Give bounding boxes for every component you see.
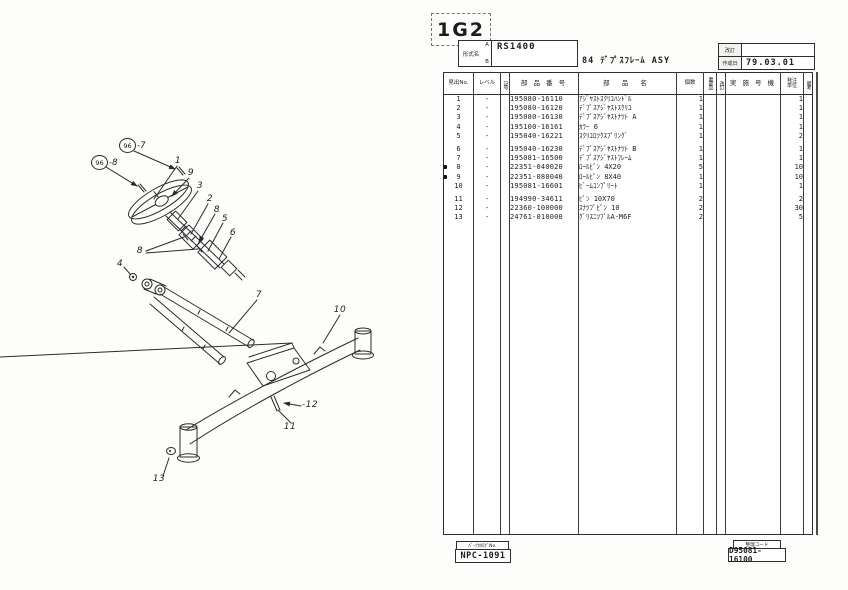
header-revision: 改訂 [716, 72, 726, 95]
header-ref-no: 見出No. [443, 72, 474, 95]
circled-callout-96-7: 96-7 [119, 138, 145, 153]
circled-number: 96 [91, 155, 108, 170]
callout-label: 7 [255, 290, 263, 300]
page-title: 84 ﾃﾞﾌﾟｽﾌﾚｰﾑ ASY [582, 56, 671, 66]
circled-number: 96 [119, 138, 136, 153]
model-variants: A B [483, 41, 492, 66]
header-quantity: 個数 [676, 72, 704, 95]
date-label: 作成日 [719, 57, 742, 69]
model-name-label: 形式名 [462, 51, 480, 58]
callout-suffix: -8 [109, 157, 118, 168]
callout-label: 13 [152, 474, 166, 484]
model-variant-a: A [485, 42, 489, 48]
parts-table-header: 見出No. レベル 記号 部 品 番 号 部 品 名 個数 要部品 改訂 実 施… [443, 72, 813, 95]
header-part-number: 部 品 番 号 [509, 72, 579, 95]
revision-mark [443, 174, 447, 179]
table-outer-rule [816, 72, 818, 535]
date-row: 作成日 79.03.01 [719, 56, 814, 69]
group-spacer-row [444, 191, 813, 195]
group-spacer-row [444, 141, 813, 145]
callout-label: 10 [333, 305, 347, 315]
revision-mark [443, 165, 447, 170]
model-value: RS1400 [497, 42, 536, 52]
header-note: 備考 [803, 72, 813, 95]
callout-label: 1 [174, 156, 182, 166]
callout-label: -12 [301, 400, 319, 410]
callout-label: 8 [136, 246, 144, 256]
beam-shape [0, 327, 374, 463]
callout-label: 5 [221, 214, 229, 224]
frame-shape [141, 278, 255, 365]
callout-label: 2 [206, 194, 214, 204]
header-serial: 実 施 号 機 [725, 72, 781, 95]
callout-label: 11 [283, 422, 297, 432]
date-value: 79.03.01 [746, 58, 795, 68]
revision-row: 改訂 [719, 44, 814, 56]
control-code-value: D95081-16100 [728, 546, 786, 564]
callout-label: 9 [187, 168, 195, 178]
callout-label: 6 [229, 228, 237, 238]
nut-shape [129, 273, 137, 281]
catalog-number-value: NPC-1091 [455, 549, 511, 563]
exploded-diagram [0, 150, 374, 477]
header-level: レベル [473, 72, 501, 95]
header-symbol: 記号 [500, 72, 510, 95]
leader-lines [105, 150, 341, 477]
header-order-unit: 発注単位 [780, 72, 804, 95]
callout-suffix: -7 [137, 140, 146, 151]
model-name-box: 形式名 A B RS1400 [458, 40, 578, 67]
callout-label: 3 [196, 181, 204, 191]
adjust-screw-shape [165, 210, 246, 281]
callout-label: 4 [116, 259, 124, 269]
wheel-pin-shapes [137, 166, 186, 193]
parts-table: 見出No. レベル 記号 部 品 番 号 部 品 名 個数 要部品 改訂 実 施… [443, 72, 813, 535]
header-required: 要部品 [703, 72, 717, 95]
callout-label: 8 [213, 205, 221, 215]
revision-value [742, 44, 814, 56]
model-variant-b: B [485, 59, 489, 65]
header-part-name: 部 品 名 [578, 72, 677, 95]
section-code: 1G2 [436, 18, 486, 41]
table-filler-row [444, 222, 813, 535]
revision-date-box: 改訂 作成日 79.03.01 [718, 43, 815, 70]
circled-callout-96-8: 96-8 [91, 155, 117, 170]
revision-label: 改訂 [719, 44, 742, 56]
handwheel-shape [128, 179, 192, 225]
